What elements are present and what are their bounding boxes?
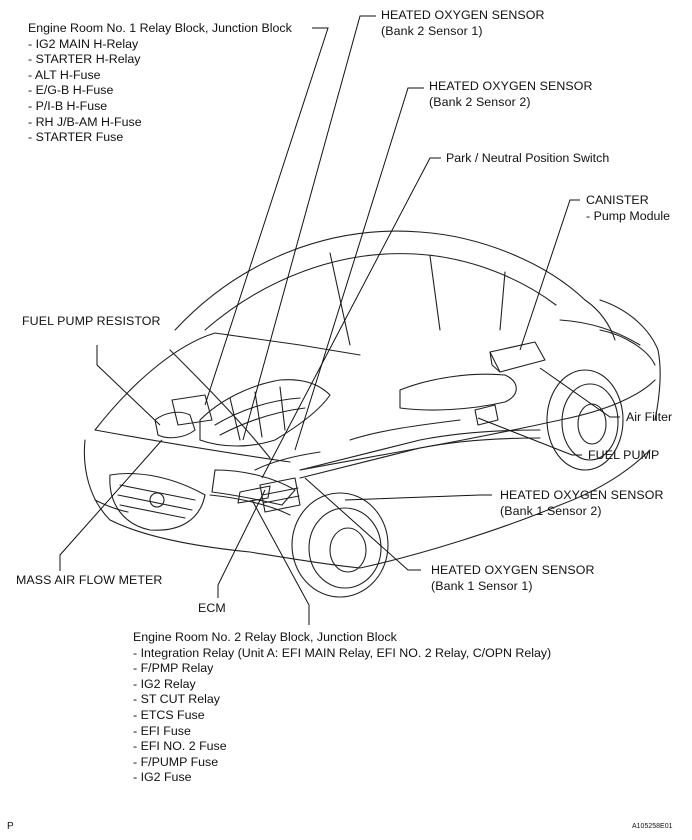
canister-line2: - Pump Module [586, 208, 671, 223]
maf-text: MASS AIR FLOW METER [16, 573, 163, 587]
leader-lines [59, 15, 620, 625]
hos-bank1-s1-line2: (Bank 1 Sensor 1) [431, 578, 533, 593]
label-hos-bank2-s1: HEATED OXYGEN SENSOR (Bank 2 Sensor 1) [381, 8, 545, 39]
engine-room-2-title: Engine Room No. 2 Relay Block, Junction … [133, 630, 397, 644]
leader-hos-bank2-s1 [242, 15, 376, 441]
engine-room-2-item: - F/PUMP Fuse [133, 754, 219, 769]
canister-line1: CANISTER [586, 193, 649, 207]
hos-bank1-s2-line2: (Bank 1 Sensor 2) [500, 503, 602, 518]
engine-room-1-item: - RH J/B-AM H-Fuse [28, 114, 142, 129]
hos-bank2-s1-line2: (Bank 2 Sensor 1) [381, 23, 483, 38]
leader-fuel-pump-resistor [96, 345, 161, 426]
label-engine-room-1: Engine Room No. 1 Relay Block, Junction … [28, 21, 292, 146]
hos-bank2-s2-line1: HEATED OXYGEN SENSOR [429, 79, 593, 93]
leader-fuel-pump [477, 417, 582, 456]
label-ecm: ECM [198, 601, 226, 617]
leader-ecm [217, 489, 266, 598]
engine-room-1-item: - IG2 MAIN H-Relay [28, 36, 139, 51]
fuel-pump-resistor-text: FUEL PUMP RESISTOR [22, 314, 161, 328]
leader-park-neutral [261, 157, 441, 479]
park-neutral-text: Park / Neutral Position Switch [446, 151, 610, 165]
engine-room-1-title: Engine Room No. 1 Relay Block, Junction … [28, 21, 292, 35]
engine-room-2-item: - EFI NO. 2 Fuse [133, 739, 227, 754]
car-body-outline [83, 230, 661, 598]
leader-hos-bank1-s1 [304, 477, 421, 571]
leader-hos-bank2-s2 [294, 87, 424, 451]
engine-room-2-item: - F/PMP Relay [133, 661, 214, 676]
label-park-neutral: Park / Neutral Position Switch [446, 151, 609, 167]
leader-engine-room-2 [251, 499, 310, 625]
engine-room-1-item: - STARTER H-Relay [28, 52, 141, 67]
leader-maf [59, 439, 163, 571]
engine-room-2-item: - ETCS Fuse [133, 707, 205, 722]
leader-canister [519, 199, 580, 351]
engine-room-1-item: - P/I-B H-Fuse [28, 98, 108, 113]
label-air-filter: Air Filter [626, 410, 672, 426]
label-hos-bank1-s1: HEATED OXYGEN SENSOR (Bank 1 Sensor 1) [431, 563, 595, 594]
engine-room-2-item: - Integration Relay (Unit A: EFI MAIN Re… [133, 645, 552, 660]
figure-id: A105258E01 [632, 823, 673, 830]
engine-room-1-item: - STARTER Fuse [28, 130, 124, 145]
engine-room-2-item: - ST CUT Relay [133, 692, 220, 707]
engine-room-2-item: - EFI Fuse [133, 723, 191, 738]
hos-bank1-s2-line1: HEATED OXYGEN SENSOR [500, 488, 664, 502]
fuel-pump-text: FUEL PUMP [588, 448, 660, 462]
engine-room-1-item: - E/G-B H-Fuse [28, 83, 114, 98]
engine-room-2-item: - IG2 Fuse [133, 770, 192, 785]
hos-bank2-s1-line1: HEATED OXYGEN SENSOR [381, 8, 545, 22]
hos-bank1-s1-line1: HEATED OXYGEN SENSOR [431, 563, 595, 577]
label-maf: MASS AIR FLOW METER [16, 573, 162, 589]
label-canister: CANISTER - Pump Module [586, 193, 670, 224]
label-hos-bank1-s2: HEATED OXYGEN SENSOR (Bank 1 Sensor 2) [500, 488, 664, 519]
leader-hos-bank1-s2 [344, 494, 492, 501]
engine-room-2-item: - IG2 Relay [133, 676, 196, 691]
hos-bank2-s2-line2: (Bank 2 Sensor 2) [429, 94, 531, 109]
leader-air-filter [539, 367, 620, 418]
air-filter-text: Air Filter [626, 410, 673, 424]
leader-engine-room-1 [204, 27, 329, 406]
corner-left-mark: P [7, 821, 14, 832]
label-fuel-pump-resistor: FUEL PUMP RESISTOR [22, 314, 161, 330]
label-hos-bank2-s2: HEATED OXYGEN SENSOR (Bank 2 Sensor 2) [429, 79, 593, 110]
label-fuel-pump: FUEL PUMP [588, 448, 659, 464]
ecm-text: ECM [198, 601, 226, 615]
engine-room-1-item: - ALT H-Fuse [28, 67, 101, 82]
label-engine-room-2: Engine Room No. 2 Relay Block, Junction … [133, 630, 551, 786]
